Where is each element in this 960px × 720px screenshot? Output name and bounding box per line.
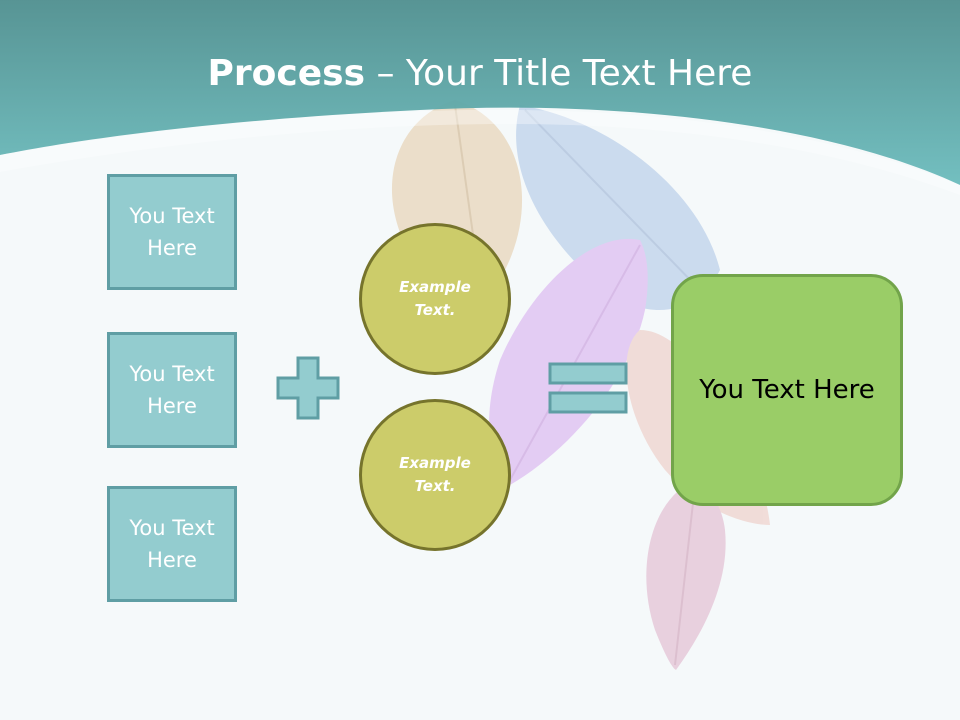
title-rest: – Your Title Text Here <box>365 53 753 94</box>
input-box-3: You Text Here <box>107 486 237 602</box>
header-arc-light <box>0 109 960 195</box>
header-band <box>0 0 960 185</box>
page-title: Process – Your Title Text Here <box>0 52 960 96</box>
input-box-2: You Text Here <box>107 332 237 448</box>
result-box: You Text Here <box>671 274 903 506</box>
input-box-1: You Text Here <box>107 174 237 290</box>
purple-leaf <box>489 238 648 485</box>
example-circle-1: Example Text. <box>359 223 511 375</box>
equals-icon <box>548 362 628 414</box>
title-bold: Process <box>207 53 366 94</box>
plus-icon <box>276 356 340 420</box>
example-circle-2: Example Text. <box>359 399 511 551</box>
